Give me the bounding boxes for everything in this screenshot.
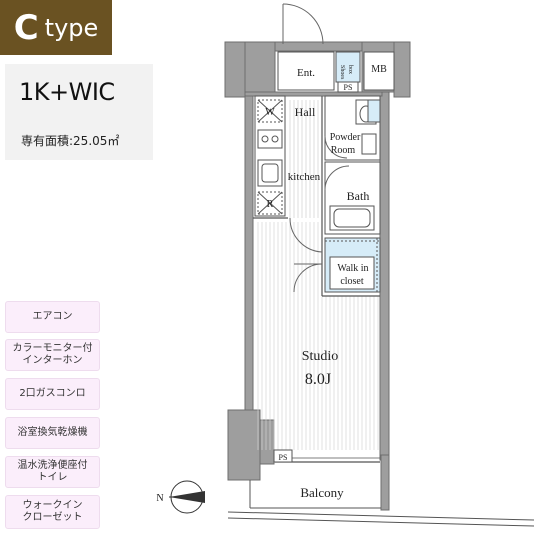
feature-washlet-toilet: 温水洗浄便座付 トイレ — [5, 456, 100, 488]
appliance-label-washer: W — [265, 107, 275, 118]
compass-north-label: N — [156, 493, 163, 504]
powder-room — [324, 95, 381, 161]
unit-info-box: 1K+WIC 専有面積:25.05㎡ — [5, 64, 153, 160]
room-label-hall: Hall — [295, 105, 316, 119]
feature-bathroom-dryer: 浴室換気乾燥機 — [5, 417, 100, 449]
room-label-pipe-space-balcony: PS — [279, 453, 288, 462]
room-label-shoes-box-2: box — [347, 65, 353, 74]
kitchen-counter — [254, 95, 286, 217]
type-letter: C — [13, 7, 39, 48]
room-label-meter-box: MB — [371, 64, 387, 75]
bathroom — [324, 161, 381, 235]
room-label-kitchen: kitchen — [288, 171, 321, 183]
feature-air-conditioner: エアコン — [5, 301, 100, 333]
room-label-shoes-box-1: Shoes — [339, 65, 345, 80]
compass-icon — [169, 480, 205, 514]
studio-floor — [257, 222, 379, 450]
room-label-walk-in-closet-1: Walk in — [337, 263, 368, 274]
room-label-studio-1: Studio — [302, 349, 339, 364]
room-label-walk-in-closet-2: closet — [340, 276, 364, 287]
walk-in-closet — [324, 237, 381, 293]
room-label-powder-room-2: Room — [331, 145, 356, 156]
layout-name: 1K+WIC — [19, 78, 115, 106]
feature-intercom: カラーモニター付 インターホン — [5, 339, 100, 371]
walls — [224, 41, 411, 511]
room-label-pipe-space: PS — [344, 83, 353, 92]
entrance-area — [277, 3, 395, 93]
hall-floor — [289, 100, 323, 218]
type-word: type — [44, 13, 99, 42]
room-label-balcony: Balcony — [300, 485, 344, 500]
balcony — [227, 480, 534, 527]
floor-area: 専有面積:25.05㎡ — [21, 134, 120, 148]
room-label-powder-room-1: Powder — [330, 132, 361, 143]
room-label-entrance: Ent. — [297, 67, 315, 79]
interior-walls — [253, 96, 380, 463]
room-label-bath: Bath — [347, 189, 370, 203]
room-label-studio-2: 8.0J — [305, 371, 331, 388]
appliance-label-refrigerator: R — [267, 199, 274, 210]
feature-gas-stove: 2口ガスコンロ — [5, 378, 100, 410]
type-badge: C type — [0, 0, 112, 55]
balcony-pipe-space — [273, 449, 293, 463]
feature-walk-in-closet: ウォークイン クローゼット — [5, 495, 100, 529]
